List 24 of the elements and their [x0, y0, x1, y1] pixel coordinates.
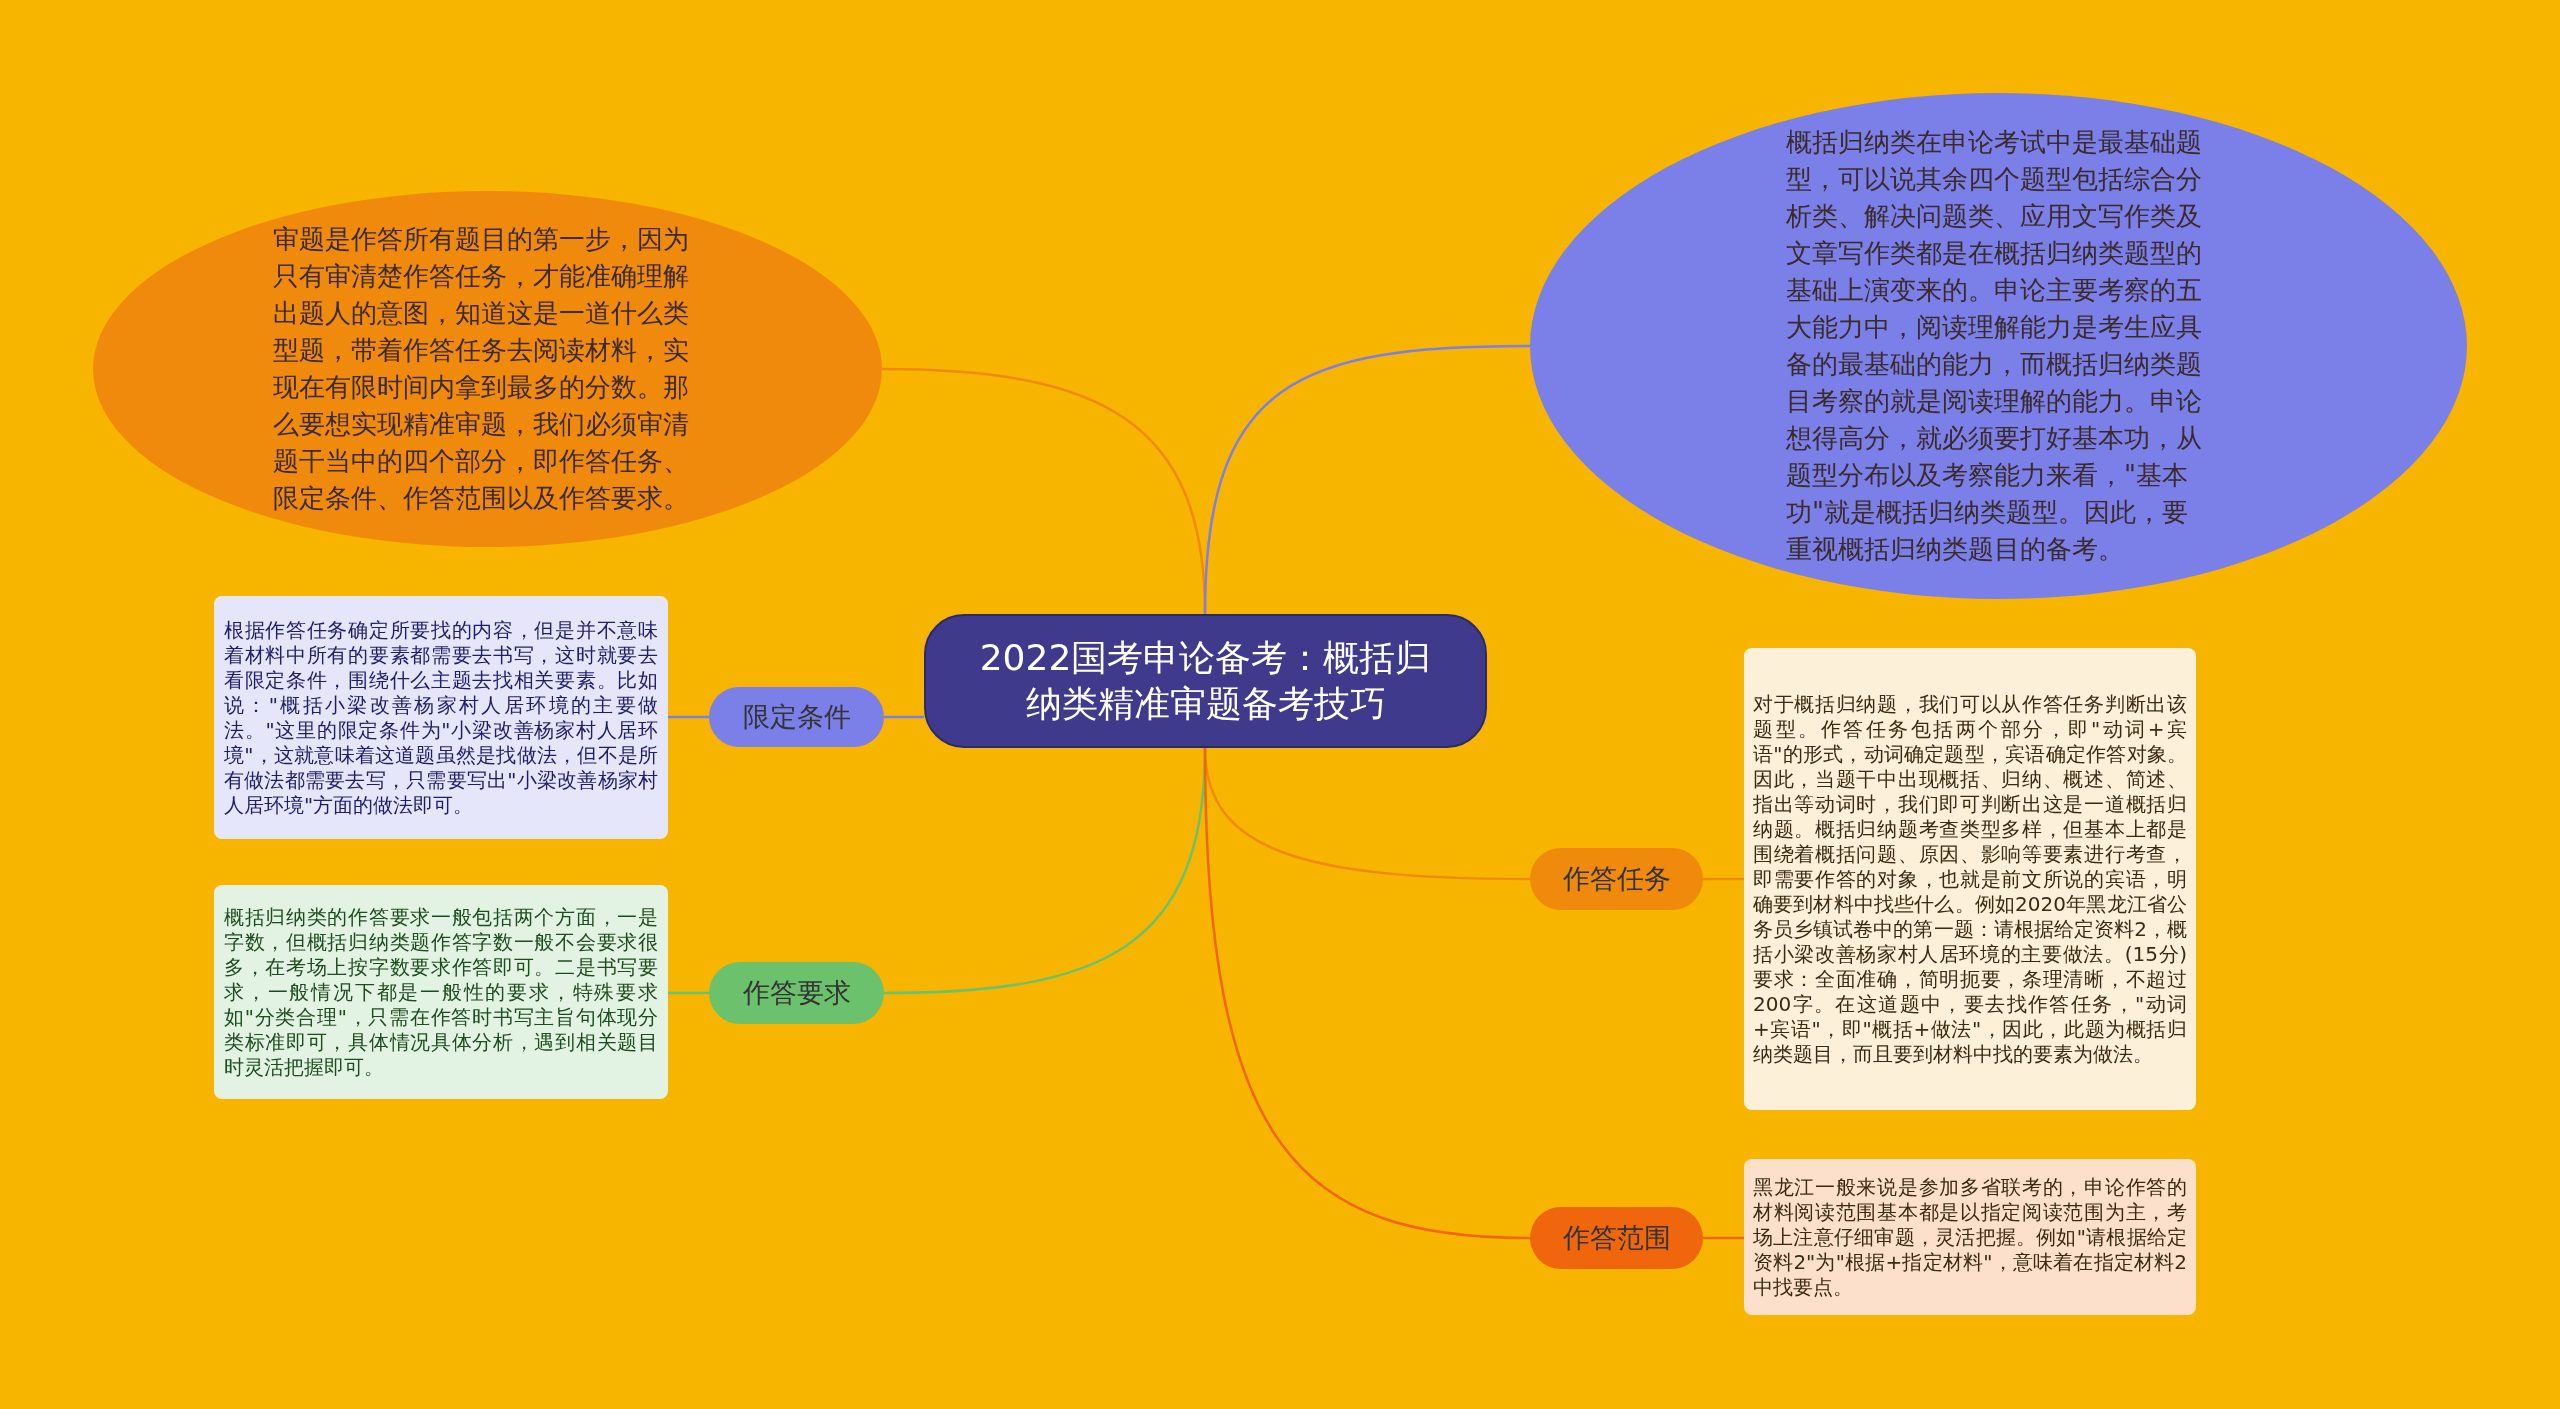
- connector-line: [668, 715, 709, 719]
- bubble-text: 概括归纳类在申论考试中是最基础题型，可以说其余四个题型包括综合分析类、解决问题类、应用文写作类及文章写作类都是在概括归纳类题型的基础上演变来的。申论主要考察的五大能力中，阅读理解能力是考生应具备的最基础的能力，而概括归纳类题目考察的就是阅读理解的能力。申论想得高分，就必须要打好基本功，从题型分布以及考察能力来看，"基本功"就是概括归纳类题型。因此，要重视概括归纳类题目的备考。: [1786, 126, 2203, 566]
- branch-label: 限定条件: [742, 700, 851, 734]
- bubble-text: 审题是作答所有题目的第一步，因为只有审清楚作答任务，才能准确理解出题人的意图，知道这是一道什么类型题，带着作答任务去阅读材料，实现在有限时间内拿到最多的分数。那么要想实现精准审题，我们必须审清题干当中的四个部分，即作答任务、限定条件、作答范围以及作答要求。: [272, 223, 690, 515]
- connector-line: [668, 991, 709, 995]
- note-box: [214, 596, 668, 839]
- topic-title: 2022国考申论备考：概括归纳类精准审题备考技巧: [978, 636, 1433, 726]
- note-box: [1744, 1159, 2196, 1315]
- connector-line: [1703, 1236, 1744, 1240]
- note-text: 黑龙江一般来说是参加多省联考的，申论作答的材料阅读范围基本都是以指定阅读范围为主，考场上注意仔细审题，灵活把握。例如"请根据给定资料2"为"根据+指定材料"，意味着在指定材料2中找要点。: [1753, 1174, 2187, 1300]
- central-topic-box: [924, 614, 1487, 748]
- note-text: 概括归纳类的作答要求一般包括两个方面，一是字数，但概括归纳类题作答字数一般不会要求很多，在考场上按字数要求作答即可。二是书写要求，一般情况下都是一般性的要求，特殊要求如"分类合理"，只需在作答时书写主旨句体现分类标准即可，具体情况具体分析，遇到相关题目时灵活把握即可。: [224, 904, 658, 1080]
- connector-line: [1203, 344, 1530, 615]
- branch-pill: [709, 687, 884, 747]
- note-box: [1744, 648, 2196, 1110]
- branch-label: 作答任务: [1562, 862, 1671, 896]
- branch-label: 作答要求: [742, 976, 851, 1010]
- connector-line: [884, 715, 924, 719]
- connector-line: [1203, 747, 1531, 1240]
- note-box: [214, 885, 668, 1099]
- branch-label: 作答范围: [1562, 1221, 1671, 1255]
- note-text: 根据作答任务确定所要找的内容，但是并不意味着材料中所有的要素都需要去书写，这时就要去看限定条件，围绕什么主题去找相关要素。比如说："概括小梁改善杨家村人居环境的主要做法。"这里的限定条件为"小梁改善杨家村人居环境"，这就意味着这道题虽然是找做法，但不是所有做法都需要去写，只需要写出"小梁改善杨家村人居环境"方面的做法即可。: [224, 617, 658, 818]
- connector-line: [1703, 877, 1744, 881]
- note-text: 对于概括归纳题，我们可以从作答任务判断出该题型。作答任务包括两个部分，即"动词+宾语"的形式，动词确定题型，宾语确定作答对象。因此，当题干中出现概括、归纳、概述、简述、指出等动词时，我们即可判断出这是一道概括归纳题。概括归纳题考查类型多样，但基本上都是围绕着概括问题、原因、影响等要素进行考查，即需要作答的对象，也就是前文所说的宾语，明确要到材料中找些什么。例如2020年黑龙江省公务员乡镇试卷中的第一题：请根据给定资料2，概括小梁改善杨家村人居环境的主要做法。(15分)要求：全面准确，简明扼要，条理清晰，不超过200字。在这道题中，要去找作答任务，"动词+宾语"，即"概括+做法"，因此，此题为概括归纳类题目，而且要到材料中找的要素为做法。: [1753, 691, 2187, 1067]
